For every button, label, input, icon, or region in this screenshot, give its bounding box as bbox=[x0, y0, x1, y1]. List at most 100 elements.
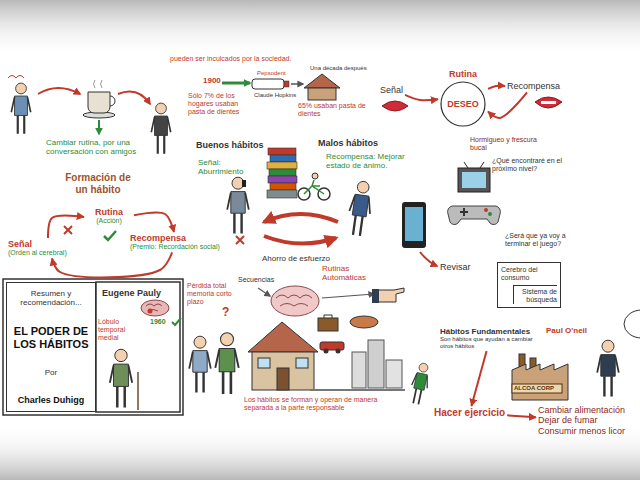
house-figure bbox=[258, 358, 270, 368]
factory-figure bbox=[512, 364, 568, 400]
tv-figure bbox=[458, 162, 490, 192]
brain-figure bbox=[276, 295, 312, 306]
lips-figure bbox=[541, 101, 556, 104]
circle-shape: DESEO bbox=[440, 81, 486, 127]
node-text: Por bbox=[11, 368, 91, 377]
phone-figure bbox=[405, 207, 423, 241]
note-text: Sólo 7% de los hogares usaban pasta de d… bbox=[188, 92, 250, 116]
habit-step: Rutina(Acción) bbox=[84, 206, 134, 226]
section-heading: Malos hábitos bbox=[318, 138, 378, 148]
section-heading: Buenos hábitos bbox=[196, 140, 264, 150]
habit-step: Recompensa(Premio: Recordación social) bbox=[128, 232, 230, 252]
gamepad-figure bbox=[484, 208, 488, 212]
keystone-heading: Hábitos FundamentalesSon hábitos que ayu… bbox=[438, 326, 542, 351]
check-mark bbox=[172, 318, 181, 325]
hand-figure bbox=[372, 288, 404, 303]
flow-arrow bbox=[98, 120, 100, 134]
city-figure bbox=[368, 340, 384, 388]
house-figure bbox=[248, 322, 318, 352]
sign-label: ALCOA CORP bbox=[514, 385, 554, 392]
node-text: Consumir menos licor bbox=[538, 426, 625, 436]
tv-figure bbox=[462, 172, 486, 188]
person-figure bbox=[189, 336, 211, 392]
node-text: (Acción) bbox=[86, 217, 132, 225]
action-label: Revisar bbox=[440, 262, 471, 272]
node-text: (Orden al cerebral) bbox=[8, 249, 84, 257]
flow-arrow bbox=[118, 92, 150, 104]
person-figure bbox=[151, 103, 170, 154]
house-figure bbox=[304, 74, 340, 88]
node-text: Resumen y recomendación... bbox=[11, 289, 91, 307]
person-figure bbox=[151, 103, 170, 154]
person-figure bbox=[408, 362, 432, 406]
book-stack bbox=[268, 176, 297, 183]
book-stack bbox=[269, 169, 296, 176]
note-text: ¿Será que ya voy a terminar el juego? bbox=[505, 232, 587, 248]
gamepad-figure bbox=[448, 206, 501, 225]
person-figure bbox=[110, 349, 132, 407]
habit-step: Señal(Orden al cerebral) bbox=[6, 238, 86, 258]
coffee-cup bbox=[88, 92, 110, 113]
node-text: Recompensa bbox=[507, 81, 560, 91]
node-text: Rutina bbox=[440, 69, 486, 79]
bicycle-figure bbox=[298, 173, 330, 200]
toothpaste-tube bbox=[284, 81, 289, 87]
book-stack bbox=[267, 190, 297, 198]
book-stack bbox=[270, 183, 296, 190]
effort-arrow bbox=[264, 214, 338, 222]
habit-list: Cambiar alimentaciónDejar de fumarConsum… bbox=[536, 404, 627, 437]
house-figure bbox=[277, 368, 289, 390]
car-figure bbox=[324, 349, 329, 354]
person-figure bbox=[597, 340, 619, 396]
coffee-cup bbox=[110, 96, 115, 106]
book-frame bbox=[96, 282, 180, 412]
book-stack bbox=[267, 148, 297, 198]
house-figure bbox=[304, 74, 340, 100]
node-text: Rutina bbox=[86, 207, 132, 217]
brain-figure bbox=[258, 288, 270, 296]
brain-figure bbox=[148, 309, 153, 314]
habit-item: Hacer ejercicio bbox=[432, 406, 507, 420]
craving-circle: RutinaDESEO bbox=[438, 68, 488, 128]
briefcase-figure bbox=[318, 315, 338, 331]
node-text: Charles Duhigg bbox=[11, 395, 91, 405]
house-figure bbox=[296, 358, 308, 368]
person-figure bbox=[408, 362, 432, 406]
gamepad-figure bbox=[448, 206, 501, 225]
person-figure bbox=[215, 333, 238, 394]
toothpaste-tube bbox=[222, 82, 250, 85]
person-figure bbox=[242, 180, 246, 187]
person-figure bbox=[227, 177, 249, 233]
speech-bubble bbox=[624, 310, 640, 338]
node-text: Señal bbox=[8, 239, 84, 249]
person-figure bbox=[346, 180, 374, 237]
cross-mark bbox=[236, 236, 244, 244]
phone-figure bbox=[402, 202, 437, 266]
node-text: DESEO bbox=[447, 99, 479, 109]
speech-bubble bbox=[624, 310, 640, 338]
node-text: Cambiar alimentación bbox=[538, 405, 625, 415]
house-figure bbox=[248, 322, 318, 390]
year-label: 1900 bbox=[203, 76, 221, 85]
name-label: Eugene Pauly bbox=[102, 288, 161, 298]
flow-arrow bbox=[488, 92, 527, 118]
node-text: Cerebro del consumo bbox=[501, 266, 557, 282]
flow-arrow bbox=[38, 88, 80, 94]
person-figure bbox=[11, 83, 30, 134]
node-text: Señal bbox=[380, 85, 403, 95]
factory-figure bbox=[512, 354, 568, 400]
brain-figure bbox=[141, 300, 169, 316]
coffee-cup bbox=[83, 80, 115, 118]
car-figure bbox=[320, 342, 344, 354]
node-text: Hábitos Fundamentales bbox=[440, 327, 540, 336]
toothpaste-tube bbox=[252, 79, 284, 89]
note-text: Cambiar rutina, por una conversación con… bbox=[46, 138, 141, 156]
person-figure bbox=[110, 349, 138, 410]
question-mark: ? bbox=[222, 306, 229, 320]
node-text: Recompensa bbox=[130, 233, 228, 243]
gamepad-figure bbox=[460, 208, 468, 216]
person-figure bbox=[227, 177, 249, 233]
